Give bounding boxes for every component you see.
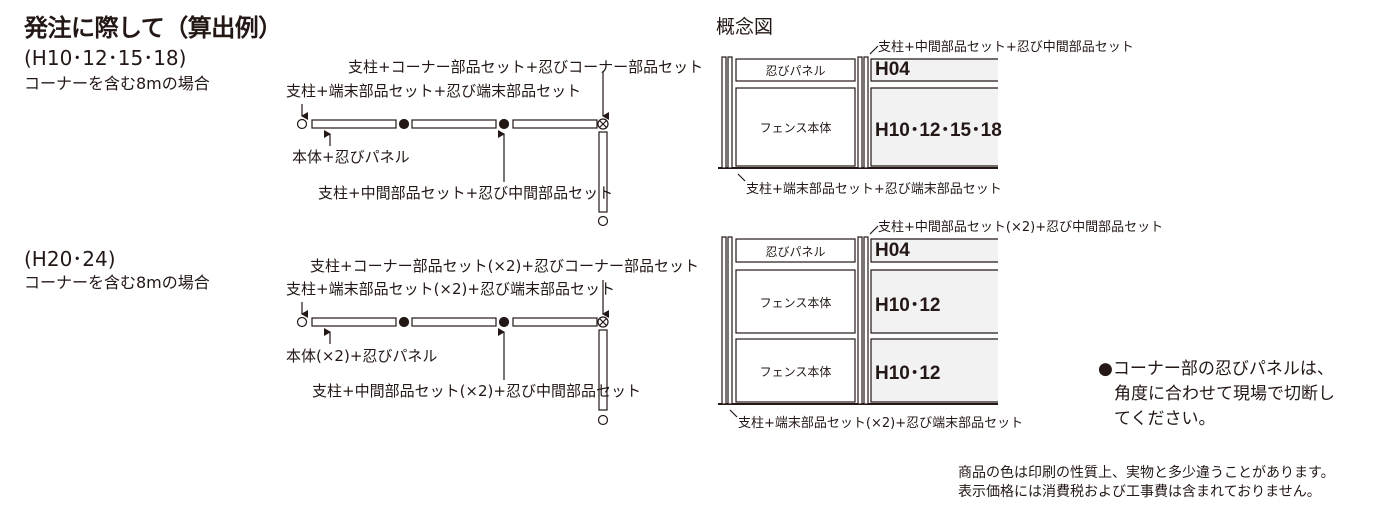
- case1-body-label: 本体+忍びパネル: [292, 148, 410, 166]
- concept1-bottom-label: 支柱+端末部品セット+忍び端末部品セット: [746, 182, 1002, 197]
- note-line-3: てください。: [1114, 409, 1216, 429]
- end-post-marker: [597, 414, 609, 426]
- middle-post-marker: [498, 118, 510, 130]
- case2-subheading: コーナーを含む8mの場合: [24, 273, 210, 292]
- blind-panel: [735, 238, 856, 263]
- fence-body-panel: [735, 87, 856, 167]
- concept2-code-body-2: H10･12: [875, 363, 941, 384]
- fence-section: [311, 119, 397, 129]
- blind-panel: [735, 58, 856, 82]
- footer-line-1: 商品の色は印刷の性質上、実物と多少違うことがあります。: [958, 465, 1335, 481]
- middle-post-marker: [398, 316, 410, 328]
- case1-subheading: コーナーを含む8mの場合: [24, 74, 210, 93]
- concept2-body-label-2: フェンス本体: [759, 365, 832, 379]
- case1-middle-label: 支柱+中間部品セット+忍び中間部品セット: [318, 184, 614, 202]
- end-post-marker: [296, 316, 308, 328]
- page-title: 発注に際して（算出例）: [24, 14, 282, 42]
- case2-middle-label: 支柱+中間部品セット(×2)+忍び中間部品セット: [312, 382, 641, 400]
- concept-title: 概念図: [716, 16, 774, 38]
- case2-plan: [296, 280, 609, 426]
- concept2-top-label: 支柱+中間部品セット(×2)+忍び中間部品セット: [878, 220, 1164, 235]
- concept1-body-label: フェンス本体: [759, 121, 832, 135]
- note-line-2: 角度に合わせて現場で切断し: [1114, 384, 1335, 404]
- fence-section: [512, 119, 598, 129]
- case2-heading: (H20･24): [24, 247, 116, 271]
- note-line-1: ●コーナー部の忍びパネルは、: [1098, 359, 1334, 379]
- concept1-panel-label: 忍びパネル: [765, 64, 826, 78]
- fence-body-panel: [735, 269, 856, 334]
- case2-corner-label: 支柱+コーナー部品セット(×2)+忍びコーナー部品セット: [310, 257, 699, 275]
- fence-section: [311, 317, 397, 327]
- middle-post-marker: [498, 316, 510, 328]
- fence-section: [598, 329, 608, 411]
- fence-body-panel: [735, 338, 856, 403]
- concept2-bottom-label: 支柱+端末部品セット(×2)+忍び端末部品セット: [738, 416, 1024, 431]
- concept2-code-body-1: H10･12: [875, 295, 941, 316]
- fence-section: [512, 317, 598, 327]
- fence-section: [411, 119, 497, 129]
- concept1-code-body: H10･12･15･18: [875, 120, 1002, 141]
- concept2-body-label-1: フェンス本体: [759, 296, 832, 310]
- case2-body-label: 本体(×2)+忍びパネル: [286, 347, 438, 365]
- case1-corner-label: 支柱+コーナー部品セット+忍びコーナー部品セット: [348, 58, 704, 76]
- fence-section: [598, 131, 608, 213]
- concept-diagram-2: [718, 225, 998, 418]
- concept2-panel-label: 忍びパネル: [765, 245, 826, 259]
- case1-plan: [296, 72, 609, 227]
- end-post-marker: [597, 215, 609, 227]
- concept2-code-top: H04: [875, 240, 910, 261]
- middle-post-marker: [398, 118, 410, 130]
- end-post-marker: [296, 118, 308, 130]
- concept1-code-top: H04: [875, 59, 910, 80]
- case1-heading: (H10･12･15･18): [24, 46, 187, 70]
- fence-section: [411, 317, 497, 327]
- footer-line-2: 表示価格には消費税および工事費は含まれておりません。: [958, 484, 1321, 500]
- concept-diagram-1: [718, 45, 998, 182]
- case2-end-label: 支柱+端末部品セット(×2)+忍び端末部品セット: [286, 280, 615, 298]
- case1-end-label: 支柱+端末部品セット+忍び端末部品セット: [286, 82, 582, 100]
- concept1-top-label: 支柱+中間部品セット+忍び中間部品セット: [878, 40, 1134, 55]
